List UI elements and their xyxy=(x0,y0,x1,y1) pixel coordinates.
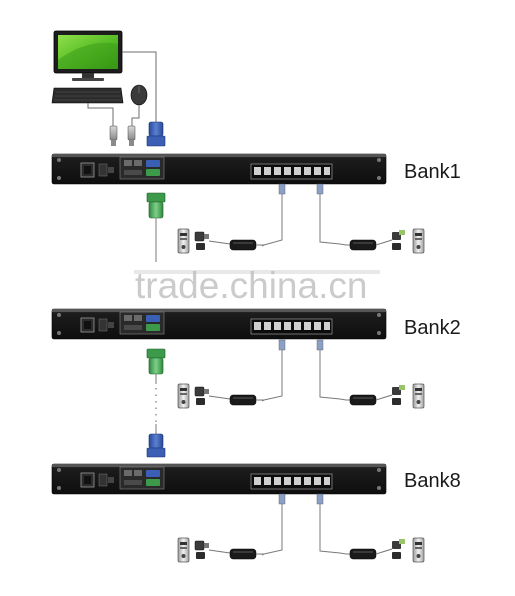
server-right-bank8 xyxy=(346,537,425,563)
bank-label-1: Bank1 xyxy=(404,161,461,183)
kvm-switch-bank2 xyxy=(51,308,387,340)
watermark-underline xyxy=(134,270,380,274)
server-left-bank1 xyxy=(177,228,264,254)
bank-label-8: Bank8 xyxy=(404,470,461,492)
server-right-bank1 xyxy=(346,228,425,254)
vga-connector-icon xyxy=(146,121,166,147)
cat5-cables-bank2 xyxy=(261,340,347,402)
kvm-adapter-icon xyxy=(229,239,257,251)
kvm-switch-bank1 xyxy=(51,153,387,185)
rj45-plugs-bank8 xyxy=(278,493,324,505)
rj45-plugs-bank1 xyxy=(278,183,324,195)
watermark: trade.china.cn xyxy=(135,265,367,306)
cat5-cables-bank1 xyxy=(261,184,347,247)
rj45-plugs-bank2 xyxy=(278,339,324,351)
cat5-cables-bank8 xyxy=(261,494,347,556)
vga-connector-bank8 xyxy=(146,424,166,458)
keyboard-icon xyxy=(51,87,124,104)
monitor-icon xyxy=(53,30,123,81)
server-right-bank2 xyxy=(346,383,425,409)
server-left-bank8 xyxy=(177,537,264,563)
mouse-icon xyxy=(130,84,148,106)
cascade-connector-bank2 xyxy=(146,348,166,424)
cascade-connector-bank1 xyxy=(146,192,166,262)
bank-label-2: Bank2 xyxy=(404,317,461,339)
console-cables xyxy=(87,51,157,126)
server-left-bank2 xyxy=(177,383,264,409)
console-plugs xyxy=(109,121,166,147)
kvm-switch-bank8 xyxy=(51,463,387,495)
